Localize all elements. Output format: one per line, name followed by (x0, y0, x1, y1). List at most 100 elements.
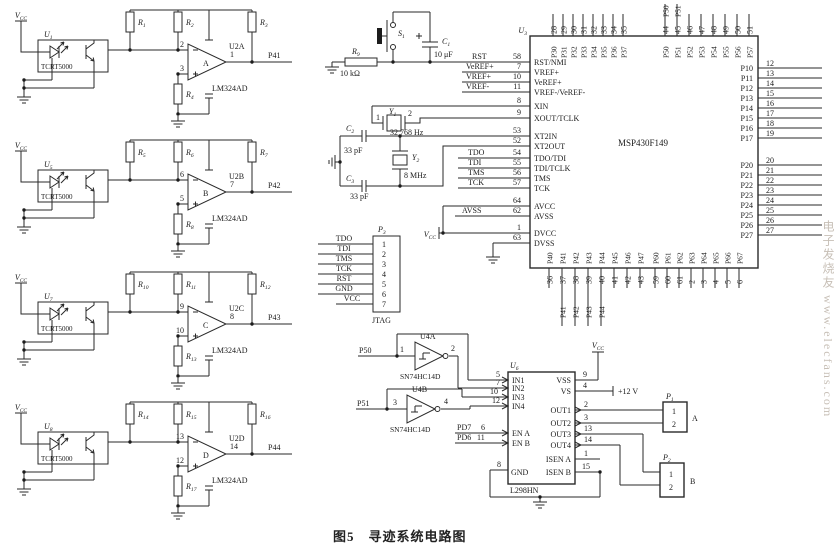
pin-number: 9 (517, 108, 521, 117)
mcu-right-pins: P10 12 P11 13 P12 14 P13 15 P14 16 P15 1… (741, 59, 774, 240)
pin-number: 10 (490, 387, 498, 396)
net-label: RST (472, 52, 487, 61)
vcc-label: VCC (15, 11, 28, 22)
net-label: PD6 (457, 433, 471, 442)
watermark: 电子发烧友 www.elecfans.com (821, 220, 835, 419)
resistor-label: R17 (185, 482, 197, 493)
mcu-pin-label: P45 (611, 252, 620, 264)
pin-number: 2 (451, 344, 455, 353)
pin-number: 1 (584, 449, 588, 458)
mcu-part: MSP430F149 (618, 138, 669, 148)
chip-pin-label: IN4 (512, 402, 524, 411)
resistor-label: R13 (185, 352, 197, 363)
mcu-pin-label: P21 (741, 171, 753, 180)
resistor-label: R7 (259, 148, 268, 159)
net-label: TDI (468, 158, 482, 167)
pin-number: 33 (600, 26, 609, 34)
mcu-pin-label: P62 (676, 252, 685, 264)
crystal-label: Y2 (412, 153, 419, 164)
pin-number: 18 (766, 119, 774, 128)
pin-number: 44 (662, 26, 671, 34)
mcu-pin-label: RST/NMI (534, 58, 567, 67)
driver-chip-body (507, 371, 576, 485)
gate-designator: U4A (420, 332, 436, 341)
pin-number: 3 (180, 64, 184, 73)
pin-number: 14 (584, 435, 592, 444)
vcc-label: VCC (15, 273, 28, 284)
resistor-label: R12 (259, 280, 271, 291)
pin-number: 1 (376, 113, 380, 122)
mcu-bottom-pins: P40 P41 P42 P43 P44 P45 P46 P47 P60 P61 … (546, 252, 745, 318)
pin-number: 23 (766, 186, 774, 195)
pin-number: 8 (497, 460, 501, 469)
mcu-pin-label: P26 (741, 221, 753, 230)
pin-number: 5 (382, 280, 386, 289)
pin-number: 37 (559, 276, 568, 284)
pin-number: 30 (570, 26, 579, 34)
connector-designator: P1 (665, 392, 674, 403)
connector-name: JTAG (372, 316, 391, 325)
net-label: TDI (337, 244, 351, 253)
mcu-pin-label: P50 (662, 46, 671, 58)
chip-pin-label: ISEN A (546, 455, 571, 464)
pin-number: 1 (230, 50, 234, 59)
pin-number: 21 (766, 166, 774, 175)
mcu-pin-label: P31 (560, 46, 569, 58)
pin-number: 2 (669, 483, 673, 492)
net-label: TCK (468, 178, 484, 187)
resistor-label: R16 (259, 410, 271, 421)
mcu-pin-label: P65 (712, 252, 721, 264)
mcu-pin-label: P47 (637, 252, 646, 264)
pin-number: 50 (734, 26, 743, 34)
pin-number: 48 (710, 26, 719, 34)
mcu-pin-label: P44 (598, 252, 607, 264)
pin-number: 5 (180, 194, 184, 203)
net-label: P51 (357, 399, 369, 408)
mcu-pin-label: P35 (600, 46, 609, 58)
mcu-pin-label: TCK (534, 184, 550, 193)
sensor-designator: U7 (44, 292, 53, 303)
mcu-pin-label: P63 (688, 252, 697, 264)
net-label: P50 (359, 346, 371, 355)
chip-pin-label: EN A (512, 429, 530, 438)
mcu-pin-label: P30 (550, 46, 559, 58)
mcu-pin-label: P27 (741, 231, 753, 240)
chip-pin-label: OUT2 (551, 419, 571, 428)
resistor-label: R2 (185, 18, 194, 29)
pin-number: 40 (598, 276, 607, 284)
chip-pin-label: OUT4 (551, 441, 571, 450)
resistor-label: R5 (137, 148, 146, 159)
pin-number: 6 (481, 423, 485, 432)
pin-number: 28 (550, 26, 559, 34)
resistor-label: R15 (185, 410, 197, 421)
connector-designator: P2 (662, 453, 671, 464)
opamp-part: LM324AD (212, 214, 248, 223)
mcu-pin-label: DVCC (534, 229, 556, 238)
pin-number: 39 (585, 276, 594, 284)
pin-number: 5 (496, 370, 500, 379)
vcc-label: VCC (15, 141, 28, 152)
pin-number: 41 (611, 276, 620, 284)
pin-number: 17 (766, 109, 774, 118)
inverter-u4a-symbol (414, 341, 445, 371)
pin-number: 25 (766, 206, 774, 215)
mcu-pin-label: P64 (700, 252, 709, 264)
pin-number: 52 (513, 136, 521, 145)
mcu-pin-label: XIN (534, 102, 548, 111)
mcu-pin-label: P46 (624, 252, 633, 264)
figure-title: 寻迹系统电路图 (368, 529, 467, 544)
mcu-pin-label: TDI/TCLK (534, 164, 571, 173)
pin-number: 1 (400, 345, 404, 354)
mcu-pin-label: DVSS (534, 239, 554, 248)
crystal-frequency: 32 768 Hz (390, 128, 424, 137)
mcu-pin-label: P10 (741, 64, 753, 73)
sensor-part: TCRT5000 (41, 455, 73, 463)
net-label: RST (337, 274, 352, 283)
pin-number: 27 (766, 226, 774, 235)
chip-pin-label: OUT3 (551, 430, 571, 439)
mcu-pin-label: P17 (741, 134, 753, 143)
vcc-label: VCC (424, 230, 437, 241)
chip-pin-label: OUT1 (551, 406, 571, 415)
mcu-pin-label: P37 (620, 46, 629, 58)
